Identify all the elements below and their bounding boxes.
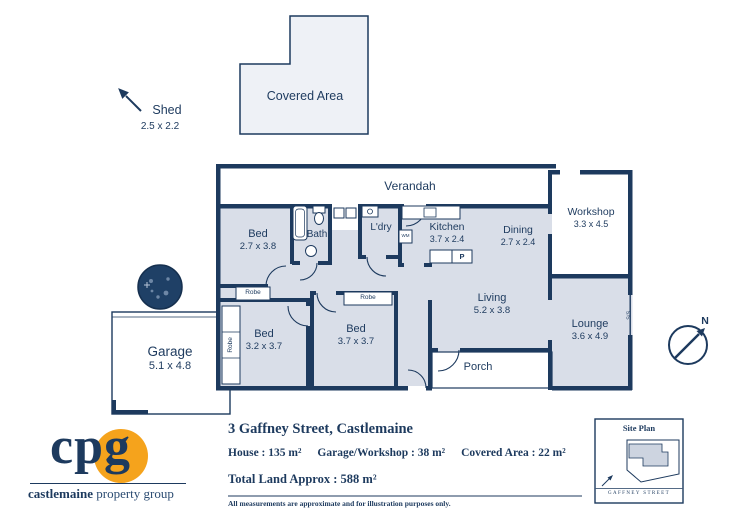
robe-label-bed2: Robe [227, 337, 235, 353]
siteplan-title: Site Plan [622, 423, 656, 433]
logo-cpg: cpg [50, 418, 131, 475]
logo-orange-circle [94, 429, 148, 483]
verandah-label: Verandah [384, 179, 436, 193]
room-label-living: Living 5.2 x 3.8 [473, 292, 511, 317]
porch-label: Porch [463, 361, 493, 373]
siteplan-street-label: GAFFNEY STREET [607, 491, 671, 496]
property-address: 3 Gaffney Street, Castlemaine [228, 421, 413, 437]
total-land-area: Total Land Approx : 588 m² [228, 472, 377, 486]
house-walls [216, 164, 633, 391]
robe-label-bed1: Robe [245, 289, 261, 296]
room-label-bath: Bath [306, 229, 328, 240]
laundry-fixtures [333, 205, 413, 244]
area-summary: House : 135 m² Garage/Workshop : 38 m² Cov… [228, 447, 628, 461]
room-label-bed-2: Bed 3.2 x 3.7 [245, 328, 283, 353]
area-covered: Covered Area : 22 m² [461, 447, 566, 459]
disclaimer-text: All measurements are approximate and for… [228, 499, 451, 508]
compass-icon [668, 325, 708, 365]
shed-arrow-icon [118, 88, 142, 112]
covered-area-shape [239, 15, 369, 135]
room-label-lounge: Lounge 3.6 x 4.9 [571, 318, 609, 343]
logo-tagline: castlemaine property group [28, 486, 174, 501]
room-label-workshop: Workshop 3.3 x 4.5 [567, 206, 615, 229]
garage-label: Garage 5.1 x 4.8 [147, 344, 193, 373]
siteplan-box [594, 418, 684, 504]
sliding-door-label: S/S [626, 310, 633, 320]
shed-dims: 2.5 x 2.2 [140, 121, 180, 132]
washing-machine-label: WM [401, 233, 410, 238]
workshop-floor [552, 174, 628, 274]
room-label-laundry: L'dry [370, 222, 392, 233]
room-label-bed-3: Bed 3.7 x 3.7 [337, 323, 375, 348]
tree-icon [137, 264, 183, 310]
covered-area-label: Covered Area [266, 89, 344, 103]
compass-north-label: N [701, 315, 709, 327]
room-label-kitchen: Kitchen 3.7 x 2.4 [429, 221, 465, 244]
room-label-bed-1: Bed 2.7 x 3.8 [239, 228, 277, 253]
bath-fixtures [292, 205, 326, 257]
robe-boxes [221, 286, 393, 385]
room-label-dining: Dining 2.7 x 2.4 [500, 224, 536, 247]
shed-label: Shed [152, 103, 182, 117]
area-house: House : 135 m² [228, 447, 302, 459]
robe-label-bed3: Robe [360, 294, 376, 301]
kitchen-fixtures [401, 205, 473, 264]
area-garage-workshop: Garage/Workshop : 38 m² [317, 447, 446, 459]
pantry-label: P [459, 252, 465, 261]
